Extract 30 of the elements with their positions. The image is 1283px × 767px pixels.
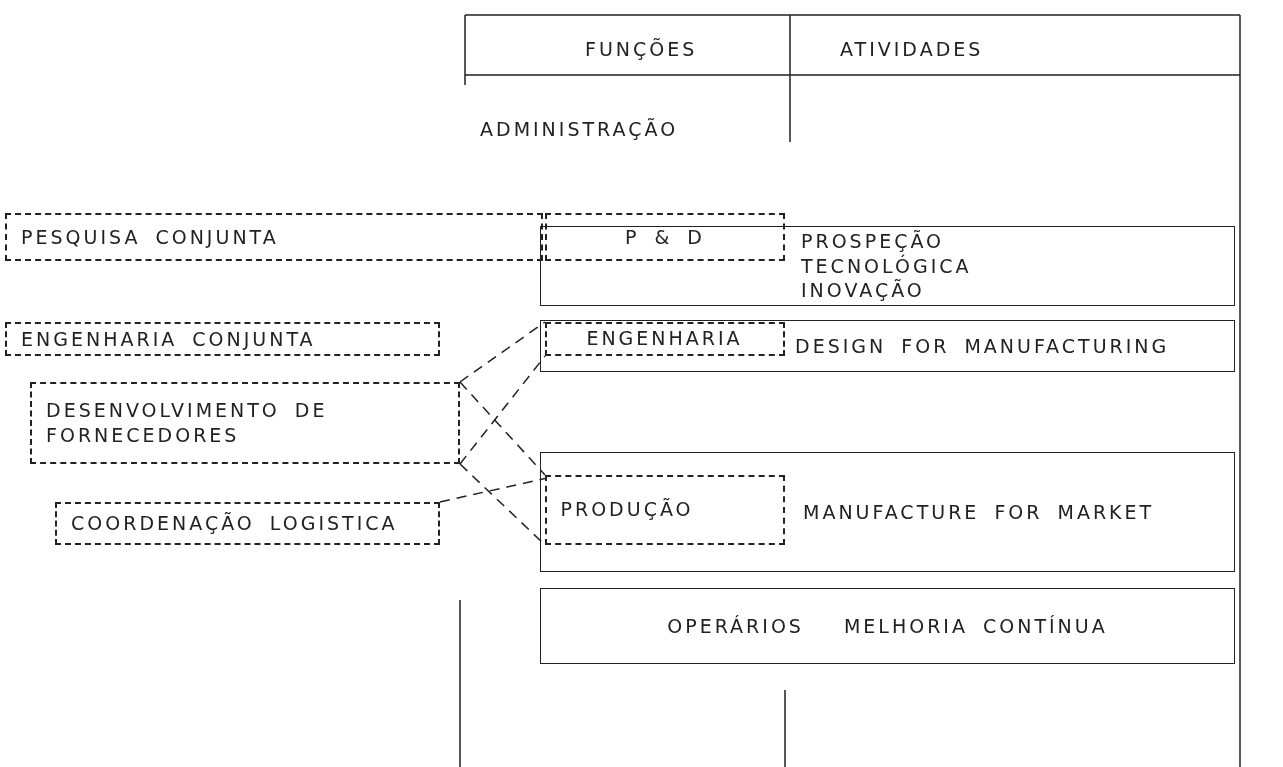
dashed-box (5, 322, 440, 356)
dashed-box (5, 213, 543, 261)
dashed-connector (459, 355, 546, 465)
node-text: PRODUÇÃO (560, 497, 694, 522)
node-text: PESQUISA CONJUNTA (21, 224, 279, 250)
dashed-connector (439, 477, 546, 503)
node-text: PROSPEÇÃO TECNOLÓGICA INOVAÇÃO (801, 228, 973, 304)
column-header: FUNÇÕES (585, 38, 698, 60)
row-box (540, 226, 1235, 306)
node-text: P & D (625, 224, 705, 250)
dashed-connector (459, 321, 546, 383)
dashed-box (544, 474, 785, 545)
node-text: ENGENHARIA CONJUNTA (21, 326, 316, 352)
node-text: MANUFACTURE FOR MARKET (803, 499, 1155, 525)
dashed-box (55, 502, 440, 545)
row-box (540, 320, 1235, 372)
dashed-box (30, 382, 460, 464)
dashed-box (545, 213, 785, 261)
row-box (540, 452, 1235, 572)
column-header: ATIVIDADES (840, 38, 984, 60)
dashed-connector (459, 381, 546, 476)
node-text: DESENVOLVIMENTO DE FORNECEDORES (46, 398, 329, 448)
dashed-box (544, 321, 785, 356)
node-text: ENGENHARIA (586, 326, 743, 351)
row-label: ADMINISTRAÇÃO (480, 118, 679, 140)
row-box (540, 588, 1235, 664)
node-text: COORDENAÇÃO LOGISTICA (71, 511, 398, 536)
node-text: OPERÁRIOS (667, 613, 804, 639)
node-text: DESIGN FOR MANUFACTURING (795, 333, 1170, 359)
node-text: MELHORIA CONTÍNUA (843, 613, 1108, 639)
